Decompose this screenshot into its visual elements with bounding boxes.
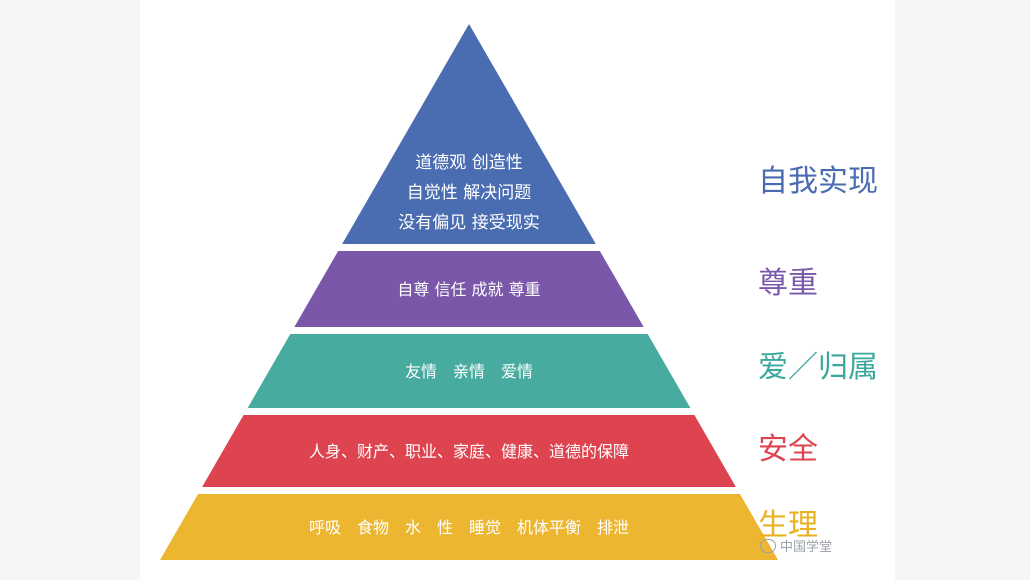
level-text-self-actualization: 没有偏见 接受现实 — [398, 213, 539, 233]
watermark-text: 中国学堂 — [780, 540, 833, 555]
level-label-love-belonging: 爱／归属 — [758, 350, 878, 385]
pyramid-level-self-actualization — [342, 24, 596, 244]
level-text-safety: 人身、财产、职业、家庭、健康、道德的保障 — [309, 442, 629, 461]
pyramid-level-safety — [202, 415, 736, 487]
level-label-safety: 安全 — [758, 432, 818, 467]
pyramid-level-love-belonging — [247, 334, 691, 408]
level-label-self-actualization: 自我实现 — [758, 164, 878, 199]
level-text-self-actualization: 道德观 创造性 — [415, 153, 522, 173]
level-label-esteem: 尊重 — [758, 266, 818, 301]
level-text-love-belonging: 友情 亲情 爱情 — [405, 362, 533, 381]
pyramid-level-esteem — [294, 251, 644, 327]
level-label-physiological: 生理 — [758, 508, 818, 543]
level-text-esteem: 自尊 信任 成就 尊重 — [397, 280, 540, 299]
level-text-self-actualization: 自觉性 解决问题 — [407, 183, 531, 203]
watermark: 中国学堂 — [760, 536, 832, 555]
level-text-physiological: 呼吸 食物 水 性 睡觉 机体平衡 排泄 — [309, 518, 629, 537]
wechat-icon — [760, 539, 776, 553]
pyramid-level-physiological — [160, 494, 778, 560]
